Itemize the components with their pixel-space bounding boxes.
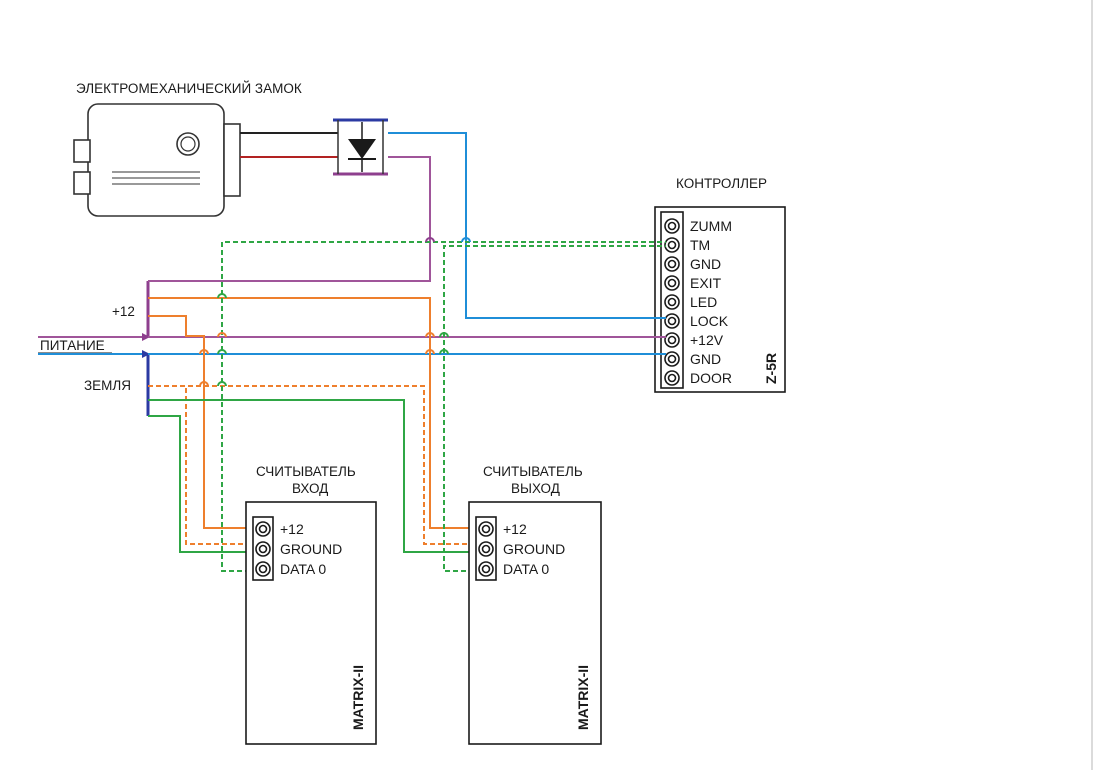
terminal-label: DOOR xyxy=(690,370,732,386)
terminal-label: DATA 0 xyxy=(280,561,326,577)
terminal-label: GND xyxy=(690,256,721,272)
terminal-screw-center-icon xyxy=(481,544,491,554)
terminal-label: +12 xyxy=(280,521,304,537)
terminal-screw-center-icon xyxy=(481,564,491,574)
reader-in-model: MATRIX-II xyxy=(350,665,366,730)
terminal-screw-center-icon xyxy=(667,221,677,231)
reader-in-title-line2: ВХОД xyxy=(292,481,328,496)
wire-lock-to-lock-terminal xyxy=(388,132,666,319)
terminal-label: LOCK xyxy=(690,313,729,329)
wire-reader-in-ground-green xyxy=(148,415,258,553)
terminal-screw-center-icon xyxy=(258,524,268,534)
supply-plus-arrow-icon xyxy=(142,333,150,341)
controller-model: Z-5R xyxy=(763,353,779,384)
controller-terminals: ZUMM TM GND EXIT LED LOCK +12V GND DOOR xyxy=(664,218,732,386)
terminal-label: ZUMM xyxy=(690,218,732,234)
wire-reader-out-data xyxy=(443,245,666,572)
terminal-label: GROUND xyxy=(503,541,565,557)
wire-reader-out-plus12 xyxy=(148,297,482,529)
controller-title: КОНТРОЛЛЕР xyxy=(676,176,767,191)
terminal-screw-center-icon xyxy=(667,354,677,364)
terminal-label: DATA 0 xyxy=(503,561,549,577)
terminal-screw-center-icon xyxy=(667,373,677,383)
power-plus-label: +12 xyxy=(112,304,135,319)
terminal-label: TM xyxy=(690,237,710,253)
wire-reader-in-plus12 xyxy=(148,315,258,529)
terminal-label: GND xyxy=(690,351,721,367)
terminal-screw-center-icon xyxy=(667,278,677,288)
terminal-label: LED xyxy=(690,294,717,310)
electromechanical-lock-icon xyxy=(73,103,241,217)
diode-icon xyxy=(333,118,388,176)
terminal-label: EXIT xyxy=(690,275,722,291)
terminal-screw-center-icon xyxy=(667,335,677,345)
terminal-screw-center-icon xyxy=(258,544,268,554)
terminal-label: +12 xyxy=(503,521,527,537)
wire-crossover-marks xyxy=(199,237,471,387)
terminal-label: GROUND xyxy=(280,541,342,557)
terminal-screw-center-icon xyxy=(667,316,677,326)
terminal-screw-center-icon xyxy=(667,240,677,250)
supply-ground-arrow-icon xyxy=(142,350,150,358)
lock-title: ЭЛЕКТРОМЕХАНИЧЕСКИЙ ЗАМОК xyxy=(76,81,302,96)
wire-plus12-lock xyxy=(148,156,431,282)
terminal-screw-center-icon xyxy=(481,524,491,534)
terminal-screw-center-icon xyxy=(667,259,677,269)
terminal-screw-center-icon xyxy=(667,297,677,307)
power-ground-label: ЗЕМЛЯ xyxy=(84,378,131,393)
power-supply-label: ПИТАНИЕ xyxy=(40,338,105,353)
reader-in-title-line1: СЧИТЫВАТЕЛЬ xyxy=(256,464,356,479)
wire-reader-out-ground xyxy=(148,385,482,545)
reader-out-model: MATRIX-II xyxy=(575,665,591,730)
reader-out-title-line2: ВЫХОД xyxy=(511,481,560,496)
terminal-label: +12V xyxy=(690,332,724,348)
wire-reader-in-data xyxy=(221,241,666,572)
reader-out-title-line1: СЧИТЫВАТЕЛЬ xyxy=(483,464,583,479)
terminal-screw-center-icon xyxy=(258,564,268,574)
